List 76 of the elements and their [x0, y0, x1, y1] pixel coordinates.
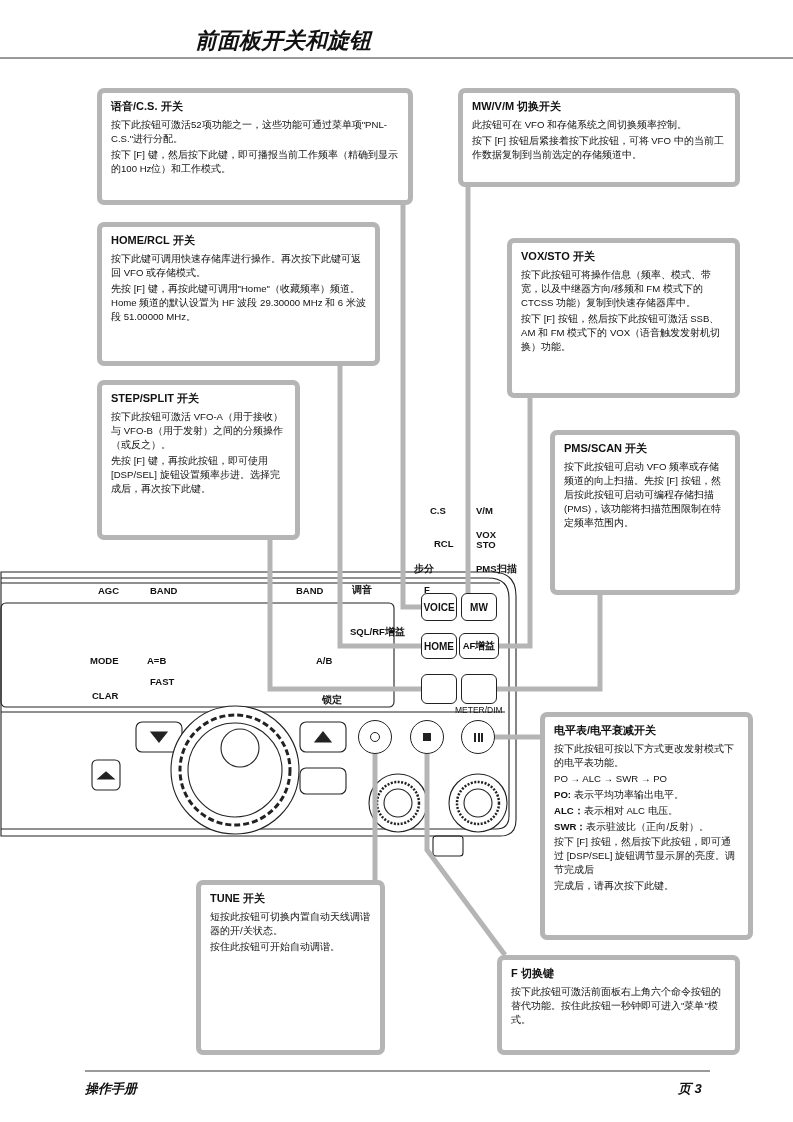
panel-button — [421, 674, 457, 704]
panel-label: 锁定 — [322, 694, 342, 707]
callout-text: 先按 [F] 键，再按此按钮，即可使用 [DSP/SEL] 旋钮设置频率步进。选择完成后，再次按下此键。 — [111, 453, 281, 496]
callout-heading: MW/V/M 切换开关 — [472, 99, 563, 114]
callout-text: 此按钮可在 VFO 和存储系统之间切换频率控制。 — [472, 118, 689, 132]
panel-label: F — [424, 584, 430, 595]
callout-box — [550, 430, 740, 595]
callout-box — [507, 238, 740, 398]
panel-button: VOICE — [421, 593, 457, 621]
callout-text: 按下此按钮可激活 VFO-A（用于接收）与 VFO-B（用于发射）之间的分频操作（或反之）。 — [111, 410, 284, 452]
leader-line — [337, 366, 421, 649]
leader-line — [267, 540, 421, 692]
panel-label: FAST — [150, 676, 175, 687]
panel-label: V/M — [476, 505, 493, 516]
callout-text: 按下 [F] 按钮，然后按下此按钮，即可通过 [DSP/SEL] 旋钮调节显示屏的亮度。调节完成后 — [554, 835, 737, 878]
panel-label: METER/DIM — [455, 705, 503, 715]
callout-text: PO → ALC → SWR → PO — [554, 771, 668, 786]
panel-label: PMS扫描 — [476, 563, 517, 576]
callout-text: PO: 表示平均功率输出电平。 — [554, 787, 685, 802]
panel-label: BAND — [296, 585, 324, 596]
callout-text: 按下 [F] 按钮，然后按下此按钮可激活 SSB、AM 和 FM 模式下的 VOX（语音触发发射机切换）功能。 — [521, 311, 722, 354]
callout-text: 按下 [F] 按钮后紧接着按下此按钮，可将 VFO 中的当前工作数据复制到当前选定的存储频道中。 — [472, 133, 725, 162]
panel-label: C.S — [430, 505, 446, 516]
callout-text: ALC：表示相对 ALC 电压。 — [554, 803, 679, 818]
leader-line — [465, 187, 471, 593]
panel-button: HOME — [421, 633, 457, 659]
callout-text: 按下此按钮可按以下方式更改发射模式下的电平表功能。 — [554, 742, 735, 770]
callout-text: 按住此按钮可开始自动调谐。 — [210, 939, 341, 954]
panel-label: MODE — [90, 655, 119, 666]
page-title: 前面板开关和旋钮 — [195, 27, 371, 55]
callout-heading: 语音/C.S. 开关 — [111, 99, 184, 114]
callout-text: SWR：表示驻波比（正向/反射）。 — [554, 819, 711, 834]
callout-box — [196, 880, 385, 1055]
callout-box — [97, 88, 413, 205]
callout-heading: VOX/STO 开关 — [521, 249, 596, 264]
callout-text: 按下此按钮可激活52项功能之一，这些功能可通过菜单项"PNL-C.S."进行分配。 — [111, 118, 388, 146]
callout-text: 先按 [F] 键，再按此键可调用"Home"（收藏频率）频道。Home 频道的默认设置为 HF 波段 29.30000 MHz 和 6 米波段 51.00000 MHz。 — [111, 281, 366, 324]
callout-text: 按下此按钮可将操作信息（频率、模式、带宽，以及中继器方向/移频和 FM 模式下的 CTCSS 功能）复制到快速存储器库中。 — [521, 268, 712, 310]
leader-line — [424, 754, 507, 957]
callout-box — [458, 88, 740, 187]
panel-label: SQL/RF增益 — [350, 626, 405, 639]
leader-line — [400, 205, 421, 610]
callout-heading: STEP/SPLIT 开关 — [111, 391, 200, 406]
panel-label: 调音 — [352, 584, 372, 597]
panel-button: AF增益 — [459, 633, 499, 659]
callout-text: 按下此键可调用快速存储库进行操作。再次按下此键可返回 VFO 或存储模式。 — [111, 252, 362, 280]
panel-label: AGC — [98, 585, 120, 596]
leader-line — [372, 754, 378, 880]
panel-button — [461, 674, 497, 704]
panel-label: A=B — [147, 655, 167, 666]
panel-button: MW — [461, 593, 497, 621]
callout-text: 完成后，请再次按下此键。 — [554, 879, 675, 894]
callout-box — [540, 712, 753, 940]
callout-heading: TUNE 开关 — [210, 891, 266, 906]
callout-box — [97, 380, 300, 540]
panel-label: CLAR — [92, 690, 119, 701]
callout-text: 短按此按钮可切换内置自动天线调谐器的开/关状态。 — [210, 910, 371, 938]
callout-heading: HOME/RCL 开关 — [111, 233, 196, 248]
panel-label: 步分 — [414, 563, 434, 576]
panel-label: RCL — [434, 538, 454, 549]
panel-label: VOX STO — [476, 530, 496, 551]
page-number: 页 3 — [678, 1080, 702, 1098]
callout-box — [497, 955, 740, 1055]
callout-heading: PMS/SCAN 开关 — [564, 441, 649, 456]
panel-label: BAND — [150, 585, 178, 596]
leader-line — [497, 595, 603, 692]
callout-text: 按下此按钮可启动 VFO 频率或存储频道的向上扫描。先按 [F] 按钮，然后按此按钮可启动可编程存储扫描 (PMS)，该功能将扫描范围限制在特定频率范围内。 — [564, 460, 723, 530]
callout-text: 按下此按钮可激活前面板右上角六个命令按钮的替代功能。按住此按钮一秒钟即可进入"菜单"模式。 — [511, 985, 722, 1027]
callout-heading: 电平表/电平衰减开关 — [554, 723, 658, 738]
footer-title: 操作手册 — [85, 1080, 137, 1098]
leader-line — [497, 398, 533, 649]
callout-heading: F 切换键 — [511, 966, 555, 981]
callout-text: 按下 [F] 键，然后按下此键，即可播报当前工作频率（精确到显示的100 Hz位）和工作模式。 — [111, 147, 399, 176]
callout-box — [97, 222, 380, 366]
panel-label: A/B — [316, 655, 333, 666]
leader-line — [495, 734, 540, 740]
